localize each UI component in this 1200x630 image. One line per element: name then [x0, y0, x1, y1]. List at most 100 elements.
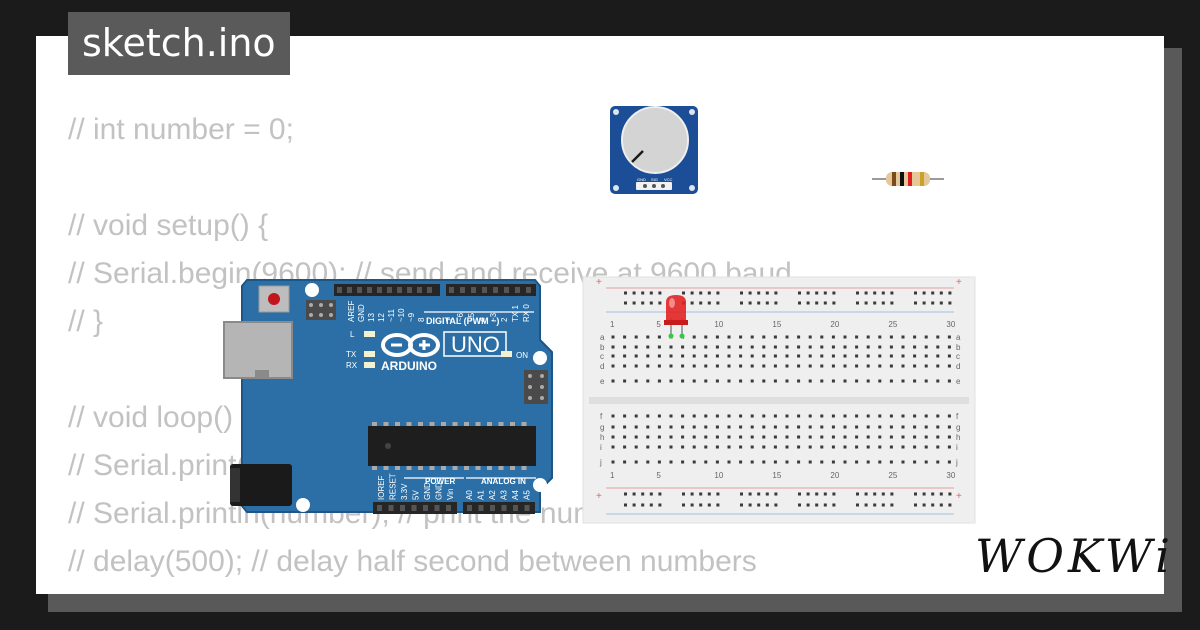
bb-row-letter: a — [600, 333, 605, 342]
digital-label: DIGITAL (PWM ~) — [426, 316, 499, 326]
on-label: ON — [516, 351, 528, 360]
bb-row-letter: a — [956, 333, 961, 342]
power-label: POWER — [425, 477, 455, 486]
bb-row-letter: f — [600, 412, 603, 421]
arduino-pin-label: ~3 — [489, 312, 498, 322]
arduino-power-pin-label: Vin — [446, 489, 455, 500]
arduino-power-pin-label: RESET — [389, 473, 398, 500]
arduino-analog-pin-label: A3 — [500, 490, 509, 500]
bb-row-letter: h — [956, 433, 960, 442]
board-model: UNO — [451, 332, 500, 357]
led-l-label: L — [350, 330, 355, 339]
arduino-pin-label: 8 — [417, 317, 426, 322]
arduino-pin-label: ~5 — [467, 312, 476, 322]
rail-plus: + — [956, 277, 962, 288]
arduino-pin-label: 13 — [367, 313, 376, 322]
code-line: // number++; // to the next number — [68, 586, 792, 594]
code-line: // void setup() { — [68, 209, 269, 242]
arduino-pin-label: 2 — [500, 317, 509, 322]
pot-pin-vcc: VCC — [664, 177, 673, 182]
code-line: // } — [68, 305, 104, 338]
code-editor: // int number = 0;// void setup() {// Se… — [68, 106, 792, 594]
arduino-pin-label: 4 — [478, 317, 487, 322]
arduino-pin-label: AREF — [347, 301, 356, 322]
arduino-pin-label: 12 — [377, 313, 386, 322]
arduino-pin-label: ~11 — [387, 308, 396, 322]
potentiometer[interactable]: GND SIG VCC — [610, 106, 698, 194]
bb-col-number: 15 — [772, 471, 781, 480]
sketch-filename: sketch.ino — [68, 12, 290, 75]
bb-row-letter: d — [600, 362, 604, 371]
bb-row-letter: b — [956, 343, 961, 352]
code-line: // int number = 0; — [68, 113, 294, 146]
analog-label: ANALOG IN — [481, 477, 526, 486]
bb-col-number: 10 — [714, 471, 723, 480]
arduino-power-pin-label: 5V — [412, 490, 421, 500]
pot-knob[interactable] — [621, 106, 689, 174]
rail-plus: + — [596, 491, 602, 502]
bb-col-number: 25 — [888, 320, 897, 329]
bb-row-letter: c — [956, 352, 960, 361]
breadboard-channel — [589, 397, 969, 404]
pot-pin-sig: SIG — [651, 177, 658, 182]
red-led[interactable] — [664, 295, 688, 339]
analog-header[interactable] — [463, 502, 535, 514]
bb-col-number: 20 — [830, 471, 839, 480]
digital-header-low[interactable] — [446, 284, 536, 296]
bb-row-letter: b — [600, 343, 605, 352]
led-tx-label: TX — [346, 350, 357, 359]
rail-plus: + — [596, 277, 602, 288]
arduino-power-pin-label: GND — [435, 482, 444, 500]
bb-col-number: 20 — [830, 320, 839, 329]
arduino-pin-label: 7 — [445, 317, 454, 322]
pot-pin-gnd: GND — [637, 177, 646, 182]
arduino-analog-pin-label: A4 — [511, 490, 520, 500]
bb-row-letter: e — [956, 377, 961, 386]
bb-row-letter: f — [956, 412, 959, 421]
arduino-power-pin-label: IOREF — [377, 475, 386, 500]
arduino-analog-pin-label: A2 — [488, 490, 497, 500]
resistor[interactable] — [872, 172, 944, 186]
arduino-analog-pin-label: A1 — [477, 490, 486, 500]
bb-row-letter: j — [599, 458, 602, 467]
arduino-analog-pin-label: A5 — [523, 490, 532, 500]
bb-col-number: 25 — [888, 471, 897, 480]
arduino-power-pin-label: GND — [423, 482, 432, 500]
bb-col-number: 5 — [656, 320, 661, 329]
bb-row-letter: e — [600, 377, 605, 386]
arduino-pin-label: ~6 — [456, 312, 465, 322]
wokwi-logo: WOKWi — [975, 526, 1170, 586]
arduino-pin-label: TX 1 — [511, 305, 520, 322]
power-jack — [230, 464, 292, 506]
arduino-analog-pin-label: A0 — [465, 490, 474, 500]
arduino-pin-label: ~10 — [397, 308, 406, 322]
arduino-pin-label: GND — [357, 304, 366, 322]
bb-row-letter: g — [956, 423, 960, 432]
board-brand: ARDUINO — [381, 359, 437, 373]
bb-col-number: 10 — [714, 320, 723, 329]
arduino-pin-label: ~9 — [407, 312, 416, 322]
bb-row-letter: i — [600, 443, 602, 452]
bb-col-number: 1 — [610, 471, 615, 480]
bb-col-number: 30 — [946, 320, 955, 329]
arduino-logo — [381, 333, 440, 357]
bb-col-number: 15 — [772, 320, 781, 329]
bb-row-letter: i — [956, 443, 958, 452]
bb-row-letter: g — [600, 423, 604, 432]
bb-col-number: 30 — [946, 471, 955, 480]
bb-col-number: 1 — [610, 320, 615, 329]
led-rx-label: RX — [346, 361, 358, 370]
arduino-power-pin-label: 3.3V — [400, 483, 409, 500]
bb-row-letter: d — [956, 362, 960, 371]
bb-row-letter: c — [600, 352, 604, 361]
bb-row-letter: h — [600, 433, 604, 442]
usb-port — [223, 321, 293, 379]
bb-col-number: 5 — [656, 471, 661, 480]
rail-plus: + — [956, 491, 962, 502]
bb-row-letter: j — [955, 458, 958, 467]
arduino-pin-label: RX 0 — [522, 304, 531, 322]
code-line: // delay(500); // delay half second betw… — [68, 545, 757, 578]
